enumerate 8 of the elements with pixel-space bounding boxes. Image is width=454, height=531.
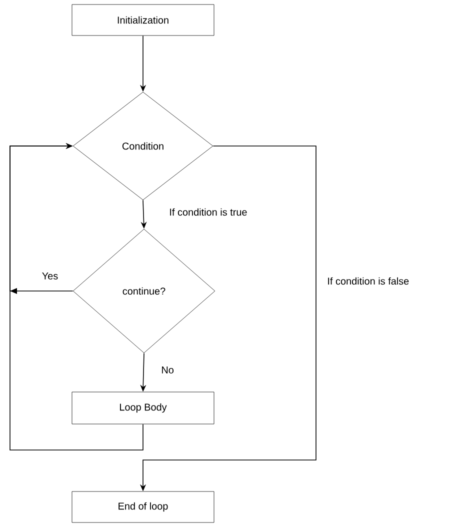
process-box: End of loop [72, 491, 214, 523]
edge-label: If condition is true [168, 207, 248, 217]
process-box: Loop Body [72, 392, 214, 424]
edge-label: If condition is false [326, 276, 410, 286]
edge-label: Yes [40, 272, 60, 280]
process-box: Initialization [72, 4, 214, 36]
edge-label: No [160, 366, 175, 374]
arrow [10, 142, 144, 450]
